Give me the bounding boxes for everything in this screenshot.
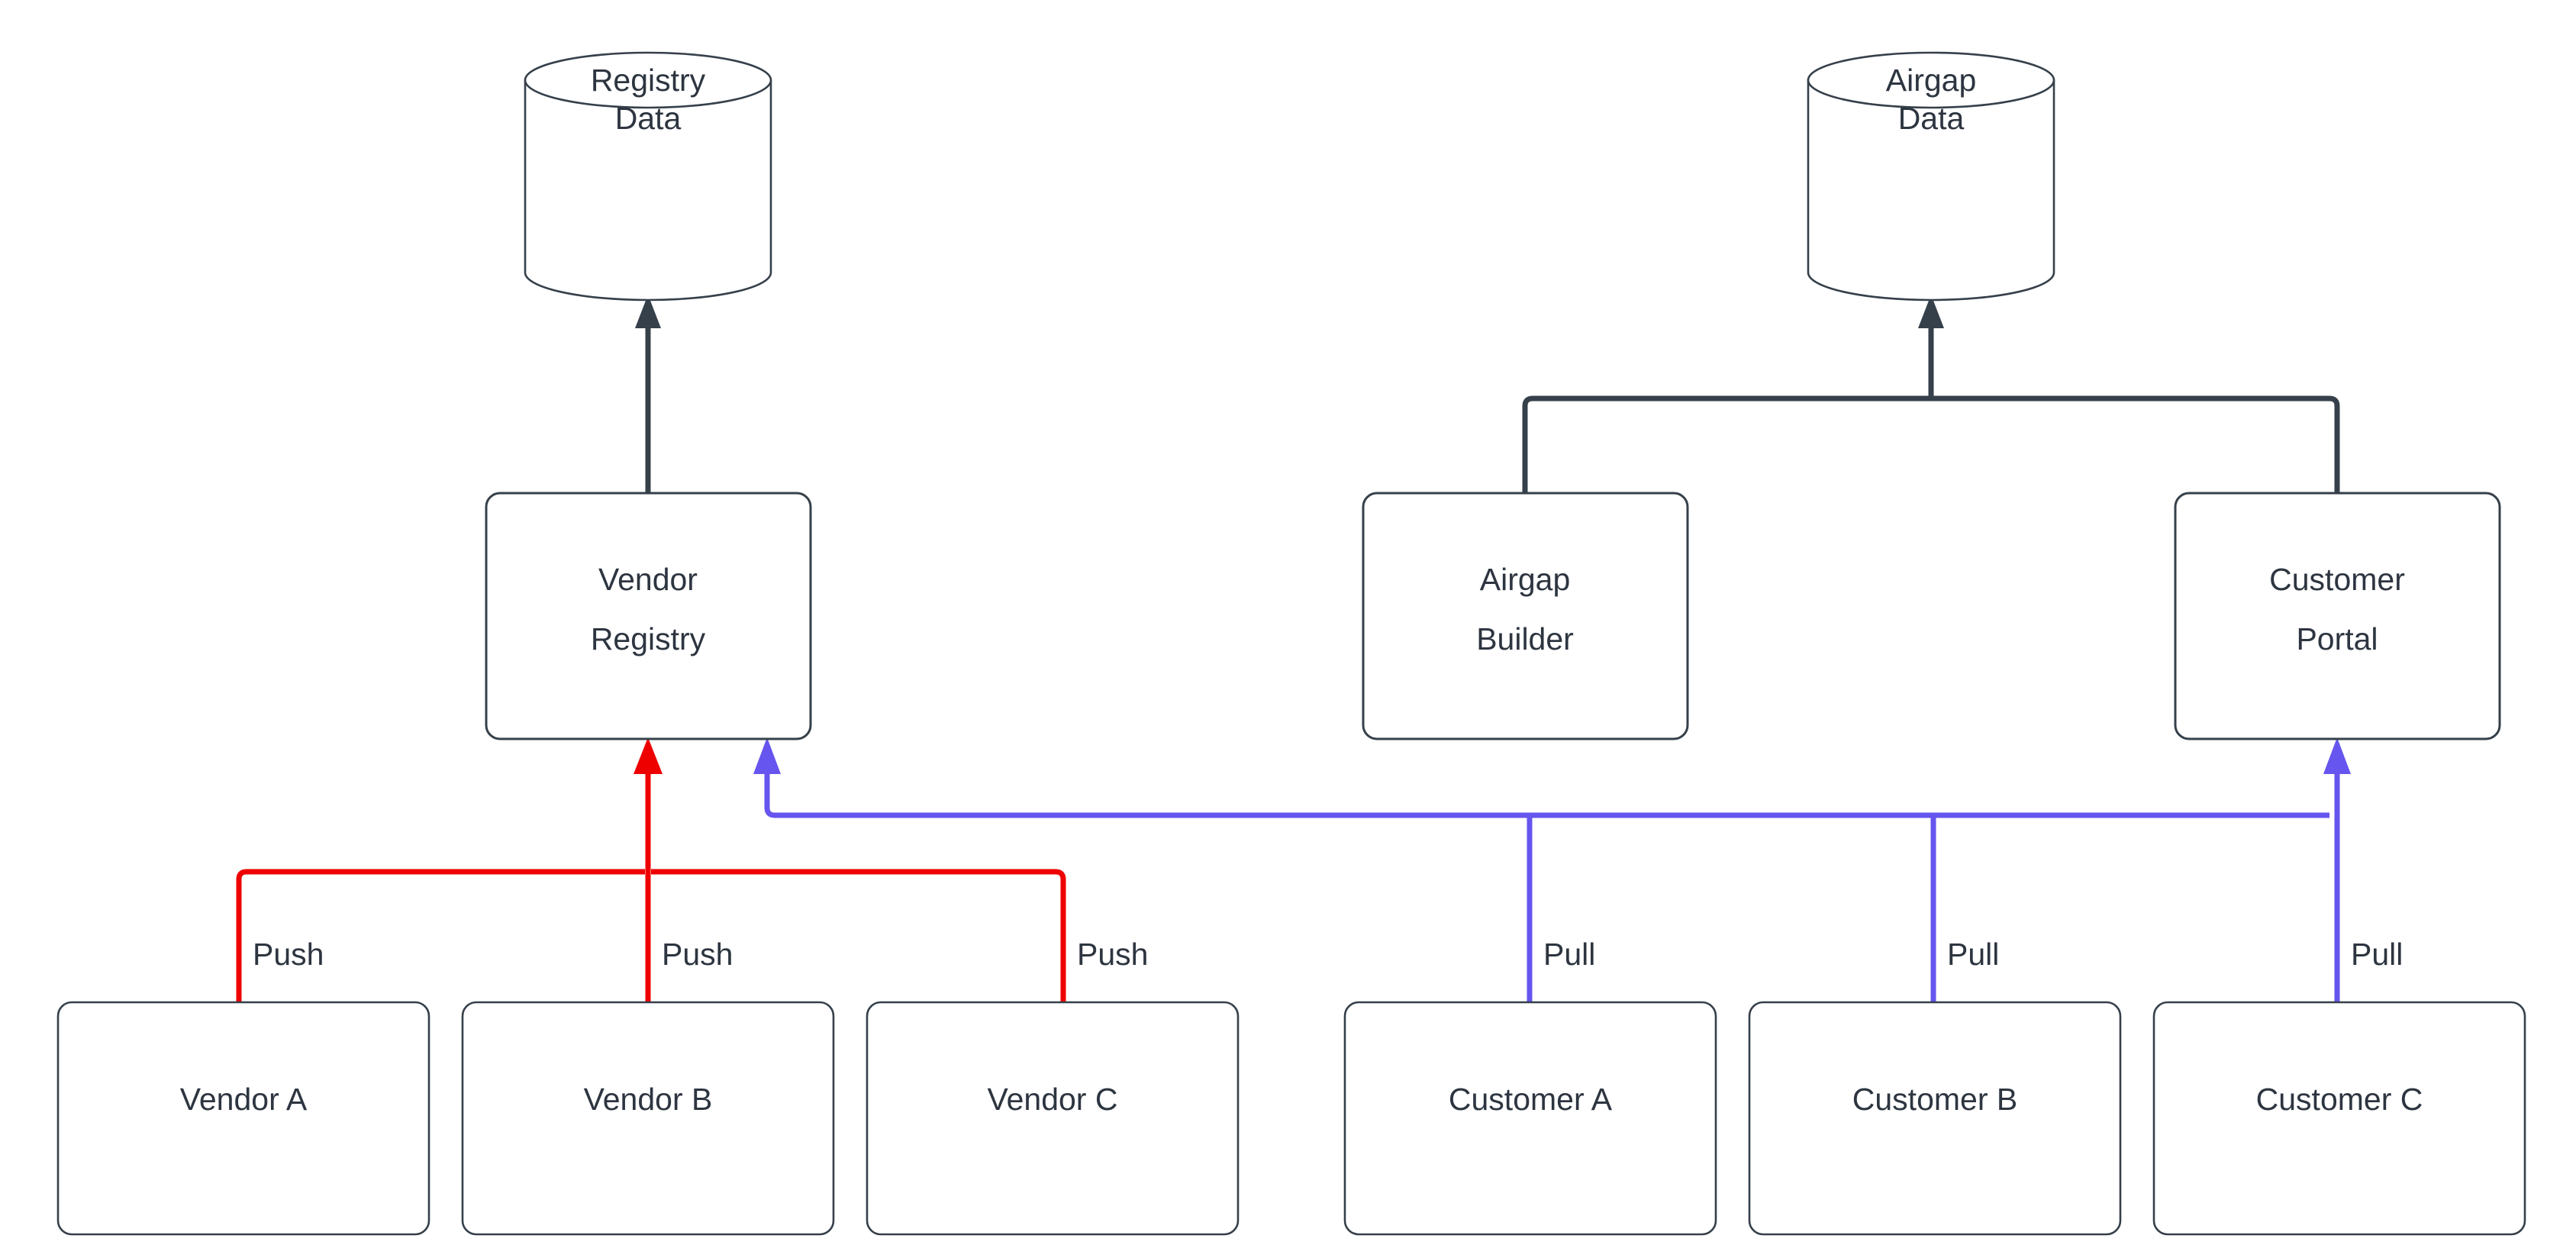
node-vendor-registry[interactable]: Vendor Registry <box>485 492 812 740</box>
edge-label-pull-customer-b: Pull <box>1947 937 1999 972</box>
customer-b-label: Customer B <box>1852 1082 2017 1117</box>
airgap-builder-label-line1: Airgap <box>1480 562 1571 597</box>
edge-label-push-vendor-a: Push <box>253 937 324 972</box>
arrowhead-customer-portal-pull <box>2323 737 2351 774</box>
edge-label-pull-customer-a: Pull <box>1543 937 1595 972</box>
edge-label-pull-customer-c: Pull <box>2351 937 2403 972</box>
node-vendor-a[interactable]: Vendor A <box>56 1001 430 1236</box>
edge-vendor-registry-to-registry-data <box>635 295 661 493</box>
edge-label-push-vendor-b: Push <box>662 937 733 972</box>
node-customer-portal[interactable]: Customer Portal <box>2174 492 2501 740</box>
registry-data-label-line1: Registry <box>591 63 706 98</box>
edge-airgap-merge-to-airgap-data <box>1522 295 2340 493</box>
customer-a-label: Customer A <box>1449 1082 1613 1117</box>
vendor-b-label: Vendor B <box>584 1082 713 1117</box>
arrowhead-vendor-registry-push <box>634 737 663 774</box>
node-vendor-b[interactable]: Vendor B <box>461 1001 835 1236</box>
arrowhead-airgap-data <box>1918 295 1944 328</box>
node-customer-a[interactable]: Customer A <box>1343 1001 1717 1236</box>
vendor-c-label: Vendor C <box>988 1082 1118 1117</box>
arrowhead-registry-data <box>635 295 661 328</box>
node-airgap-data[interactable]: Airgap Data <box>1807 51 2055 302</box>
vendor-a-label: Vendor A <box>180 1082 308 1117</box>
customer-portal-label-line1: Customer <box>2269 562 2405 597</box>
customer-c-label: Customer C <box>2256 1082 2423 1117</box>
airgap-data-label-line1: Airgap <box>1886 63 1977 98</box>
node-customer-b[interactable]: Customer B <box>1748 1001 2122 1236</box>
node-registry-data[interactable]: Registry Data <box>524 51 772 302</box>
node-vendor-c[interactable]: Vendor C <box>866 1001 1240 1236</box>
edge-pull-network <box>753 737 2351 1002</box>
airgap-data-label-line2: Data <box>1898 101 1965 136</box>
vendor-registry-label-line2: Registry <box>591 621 706 656</box>
customer-portal-label-line2: Portal <box>2296 621 2378 656</box>
node-customer-c[interactable]: Customer C <box>2152 1001 2526 1236</box>
node-airgap-builder[interactable]: Airgap Builder <box>1362 492 1689 740</box>
vendor-registry-label-line1: Vendor <box>598 562 698 597</box>
registry-data-label-line2: Data <box>615 101 682 136</box>
airgap-builder-label-line2: Builder <box>1476 621 1574 656</box>
edge-label-push-vendor-c: Push <box>1077 937 1148 972</box>
edge-push-network <box>236 737 1066 1002</box>
arrowhead-vendor-registry-pull <box>753 737 781 774</box>
